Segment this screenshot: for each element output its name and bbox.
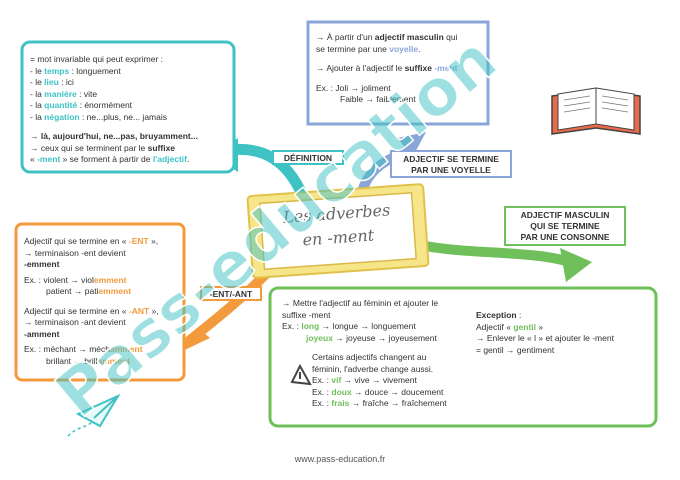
consonne-warning-2: féminin, l'adverbe change aussi. <box>312 363 434 374</box>
definition-content: = mot invariable qui peut exprimer : - l… <box>30 54 230 166</box>
voyelle-label-line1: ADJECTIF SE TERMINE <box>403 154 499 164</box>
ent-label: -ENT/-ANT <box>200 286 262 301</box>
ent-connector <box>185 270 270 345</box>
consonne-example-1: Ex. : long → longue → longuement <box>282 321 416 331</box>
consonne-arrowhead <box>560 248 592 282</box>
exception-result: = gentil → gentiment <box>476 344 555 355</box>
consonne-rule-2: suffixe -ment <box>282 309 331 320</box>
consonne-warning-ex1: Ex. : vif → vive → vivement <box>312 375 417 385</box>
ent-example-2: patient → patiemment <box>46 286 132 296</box>
definition-label: DÉFINITION <box>272 150 344 165</box>
center-frame <box>246 183 430 279</box>
definition-maniere: - la manière : vite <box>30 88 98 99</box>
voyelle-example-1: Ex. : Joli → joliment <box>316 82 391 93</box>
ant-rule-3: -amment <box>24 328 60 339</box>
consonne-content: → Mettre l'adjectif au féminin et ajoute… <box>282 298 482 410</box>
consonne-warning-ex3: Ex. : frais → fraîche → fraîchement <box>312 398 447 408</box>
definition-box <box>20 40 236 174</box>
exception-line: Adjectif « gentil » <box>476 321 544 332</box>
definition-examples: → là, aujourd'hui, ne...pas, bruyamment.… <box>30 131 198 141</box>
voyelle-box <box>306 20 490 126</box>
ant-rule-2: → terminaison -ant devient <box>24 317 126 327</box>
voyelle-rule-2: se termine par une voyelle. <box>316 43 421 54</box>
consonne-label-line2: QUI SE TERMINE <box>530 221 600 231</box>
voyelle-rule: → À partir d'un adjectif masculin qui <box>316 32 458 42</box>
definition-lieu: - le lieu : ici <box>30 77 74 87</box>
ent-example-1: Ex. : violent → violemment <box>24 274 127 285</box>
book-icon <box>551 87 641 135</box>
consonne-rule: → Mettre l'adjectif au féminin et ajoute… <box>282 298 439 308</box>
voyelle-arrowhead <box>398 132 426 158</box>
ent-content: Adjectif qui se termine en « -ENT », → t… <box>24 236 184 367</box>
consonne-example-2: joyeux → joyeuse → joyeusement <box>306 332 437 343</box>
consonne-warning: Certains adjectifs changent au <box>312 352 427 362</box>
definition-suffix: → ceux qui se terminent par le suffixe <box>30 142 176 153</box>
ent-rule-2: → terminaison -ent devient <box>24 247 126 258</box>
voyelle-example-2: Faible → faiblement <box>340 94 416 104</box>
voyelle-label-line2: PAR UNE VOYELLE <box>411 165 491 175</box>
consonne-label: ADJECTIF MASCULIN QUI SE TERMINE PAR UNE… <box>504 206 626 246</box>
voyelle-add: → Ajouter à l'adjectif le suffixe -ment <box>316 63 458 73</box>
definition-negation: - la négation : ne...plus, ne... jamais <box>30 111 167 122</box>
consonne-connector <box>415 240 575 267</box>
definition-quantite: - la quantité : énormément <box>30 100 133 110</box>
definition-line: = mot invariable qui peut exprimer : <box>30 54 163 64</box>
warning-icon <box>290 363 312 386</box>
consonne-box <box>268 286 658 428</box>
ent-box <box>14 222 186 382</box>
definition-suffix-2: « -ment » se forment à partir de l'adjec… <box>30 154 190 164</box>
voyelle-label: ADJECTIF SE TERMINE PAR UNE VOYELLE <box>390 150 512 178</box>
exception-title: Exception : <box>476 310 522 320</box>
center-title: Les adverbes en -ment <box>260 197 416 269</box>
ent-rule-3: -emment <box>24 259 60 269</box>
consonne-label-line1: ADJECTIF MASCULIN <box>520 210 610 220</box>
exception-rule: → Enlever le « l » et ajouter le -ment <box>476 333 614 343</box>
ant-example-1: Ex. : méchant → méchamment <box>24 344 143 354</box>
ant-rule: Adjectif qui se termine en « -ANT », <box>24 305 159 316</box>
consonne-label-line3: PAR UNE CONSONNE <box>520 232 610 242</box>
ent-rule: Adjectif qui se termine en « -ENT », <box>24 236 159 246</box>
consonne-warning-ex2: Ex. : doux → douce → doucement <box>312 386 444 397</box>
paper-plane-icon <box>67 393 121 437</box>
voyelle-content: → À partir d'un adjectif masculin qui se… <box>316 32 484 106</box>
ant-example-2: brillant → brillamment <box>46 355 131 366</box>
exception-content: Exception : Adjectif « gentil » → Enleve… <box>476 310 652 356</box>
footer-url: www.pass-education.fr <box>294 454 386 464</box>
definition-temps: - le temps : longuement <box>30 65 121 76</box>
